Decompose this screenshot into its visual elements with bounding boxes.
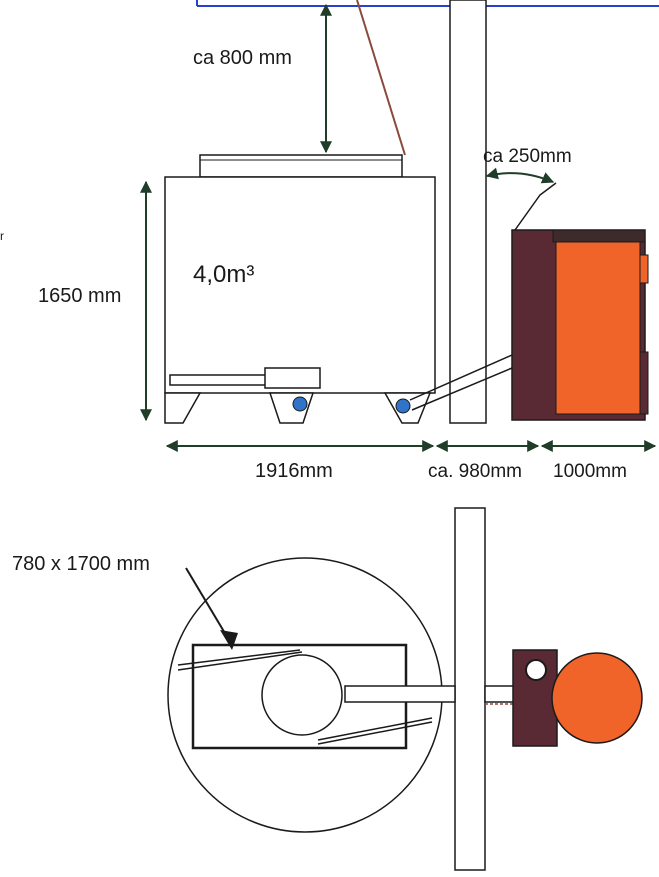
side-wall: [449, 0, 487, 424]
edge-mark: r: [0, 229, 4, 243]
label-tank-height: 1650 mm: [38, 285, 121, 307]
auger-outlet-icon: [395, 398, 411, 414]
auger-unit: [169, 367, 321, 389]
storage-tank: [164, 176, 436, 394]
boiler-top: [512, 649, 643, 747]
label-boiler-distance: ca. 980mm: [428, 461, 522, 482]
label-tank-volume: 4,0m³: [193, 261, 254, 288]
label-hatch-size: 780 x 1700 mm: [12, 553, 150, 575]
auger-wheel-icon: [292, 396, 308, 412]
label-wall-gap: ca 250mm: [483, 146, 572, 167]
boiler-side: [511, 229, 649, 421]
flue-connector: [514, 182, 557, 231]
hatch-pointer-head: [220, 630, 238, 650]
label-tank-width: 1916mm: [255, 460, 333, 482]
feed-pipe-top: [344, 685, 516, 703]
tank-lid: [199, 154, 403, 178]
auger-circle: [261, 654, 343, 736]
sweep-arms: [177, 649, 433, 745]
dim-wall-gap: [485, 167, 555, 184]
top-view-wall: [454, 507, 486, 871]
feed-pipe: [409, 354, 513, 411]
label-boiler-width: 1000mm: [553, 461, 627, 482]
top-frame-border: [196, 0, 659, 7]
feed-chute: [356, 0, 406, 156]
label-top-clearance: ca 800 mm: [193, 47, 292, 69]
